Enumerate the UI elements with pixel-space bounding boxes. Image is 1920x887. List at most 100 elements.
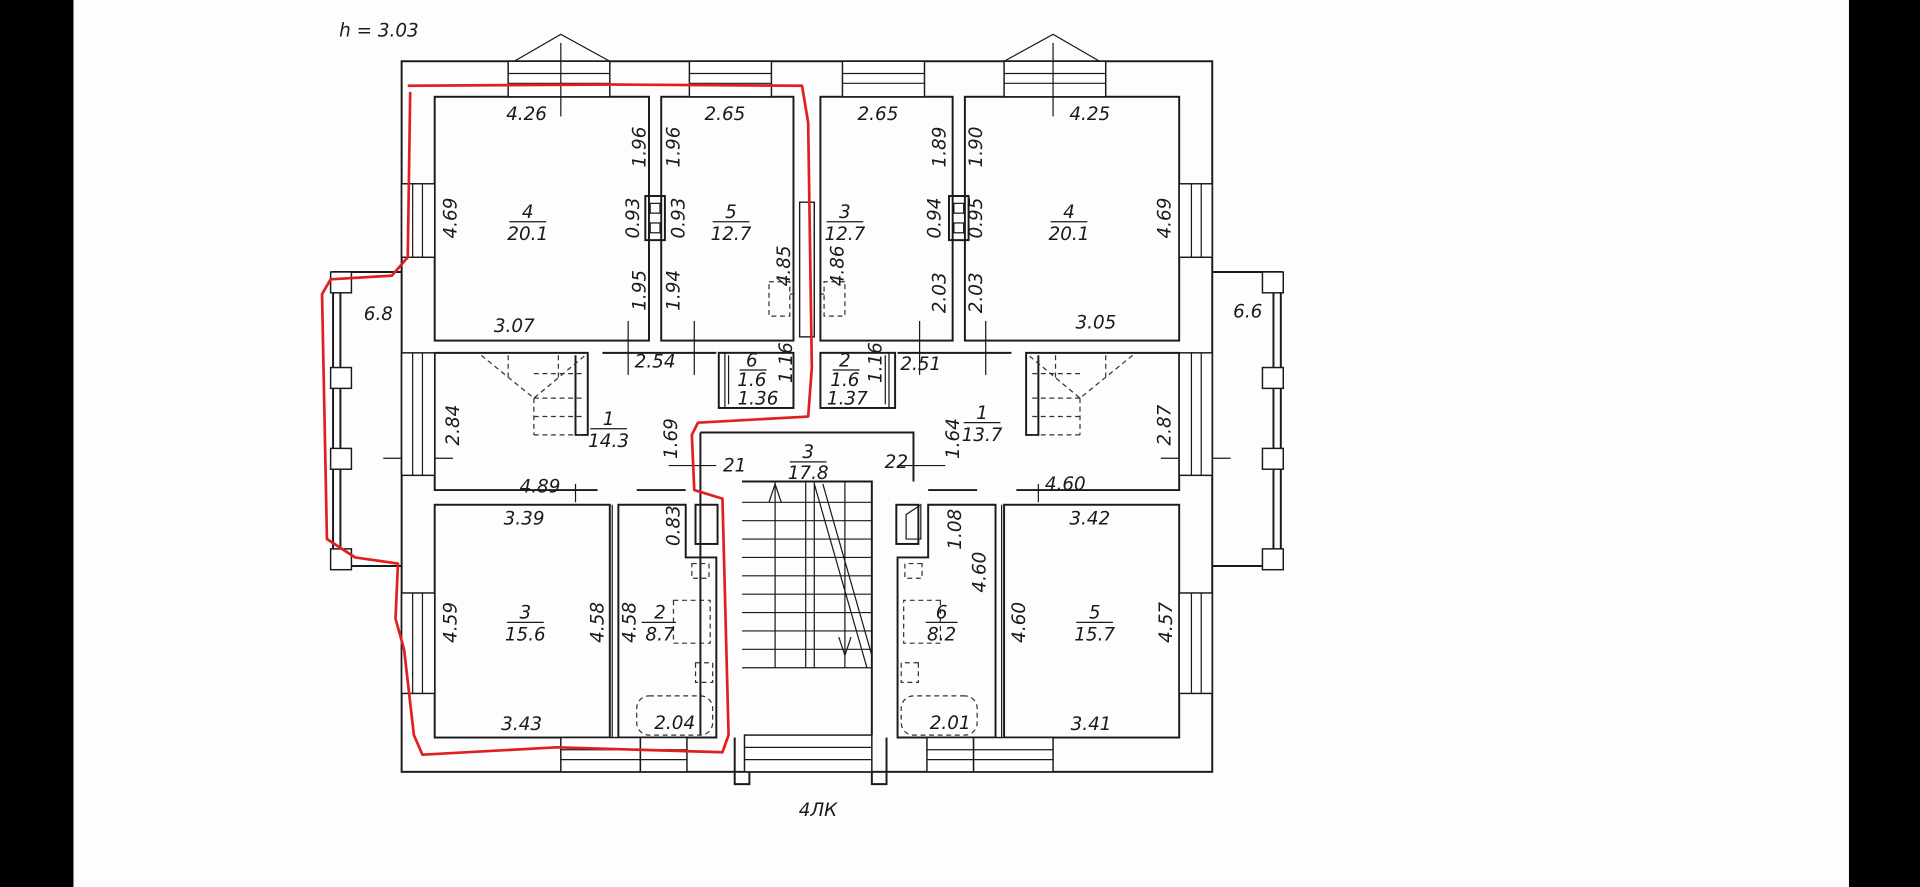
dimension: 3.39 — [504, 508, 545, 529]
right-unit-labels: 6.6 312.7 420.1 21.6 113.7 68.2 515.7 2.… — [824, 104, 1262, 735]
room-number: 6 — [936, 603, 948, 624]
room-number: 3 — [519, 603, 531, 624]
room-area: 15.6 — [505, 625, 546, 646]
dimension: 2.04 — [654, 713, 695, 734]
stairwell-labels: 3 17.8 21 22 — [723, 442, 908, 484]
room-area: 13.7 — [962, 425, 1003, 446]
room-area: 8.7 — [645, 625, 675, 646]
room-area: 12.7 — [824, 224, 865, 245]
dimension: 4.89 — [520, 477, 561, 498]
room-area: 1.6 — [737, 370, 766, 391]
dimension: 1.64 — [943, 418, 964, 459]
left-unit-labels: 6.8 420.1 512.7 61.6 114.3 315.6 28.7 4.… — [364, 104, 797, 735]
stairwell-geometry — [699, 431, 922, 786]
room-label: 113.7 — [962, 403, 1003, 446]
room-area: 8.2 — [927, 625, 956, 646]
dimension: 4.86 — [828, 245, 849, 286]
dimension: 2.65 — [704, 104, 745, 125]
room-label: 114.3 — [588, 409, 629, 452]
room-number: 2 — [839, 350, 851, 371]
dimension: 2.01 — [930, 713, 971, 734]
dimension: 1.37 — [827, 388, 868, 409]
ceiling-height-label: h = 3.03 — [339, 21, 419, 42]
room-label: 312.7 — [824, 202, 865, 245]
dimension: 2.84 — [443, 405, 464, 446]
room-label: 315.6 — [505, 603, 546, 646]
dimension: 4.57 — [1156, 602, 1177, 643]
room-number: 3 — [802, 442, 814, 463]
dimension: 4.25 — [1069, 104, 1110, 125]
dimension: 0.83 — [664, 505, 685, 546]
room-number: 4 — [1063, 202, 1075, 223]
dimension: 1.96 — [664, 127, 685, 168]
room-label: 68.2 — [925, 603, 958, 646]
dimension: 3.07 — [494, 316, 535, 337]
room-label: 28.7 — [641, 603, 676, 646]
room-area: 15.7 — [1074, 625, 1115, 646]
dimension: 4.60 — [1045, 474, 1086, 495]
dimension: 1.36 — [738, 388, 779, 409]
section-label: 4ЛК — [799, 800, 838, 821]
room-number: 6 — [746, 350, 758, 371]
dimension: 4.58 — [588, 602, 609, 643]
dimension: 1.90 — [966, 127, 987, 168]
room-area: 1.6 — [830, 370, 859, 391]
dimension: 4.85 — [774, 245, 795, 286]
dimension: 0.95 — [966, 198, 987, 239]
room-label: 420.1 — [1049, 202, 1090, 245]
dimension: 0.93 — [668, 198, 689, 239]
dimension: 1.08 — [945, 509, 966, 550]
room-number: 1 — [603, 409, 615, 430]
dimension: 0.94 — [924, 198, 945, 239]
room-area: 17.8 — [788, 463, 829, 484]
right-black-bar — [1848, 0, 1920, 887]
dimension: 4.26 — [506, 104, 547, 125]
dimension: 4.69 — [1155, 198, 1176, 239]
dimension: 3.43 — [501, 714, 542, 735]
dimension: 1.94 — [664, 270, 685, 311]
dimension: 1.89 — [929, 127, 950, 168]
room-number: 5 — [1089, 603, 1101, 624]
room-number: 4 — [522, 202, 534, 223]
room-number: 3 — [839, 202, 851, 223]
room-label: 61.6 — [737, 350, 767, 391]
dimension: 2.03 — [966, 272, 987, 313]
door-label: 21 — [723, 456, 746, 477]
room-number: 2 — [654, 603, 666, 624]
room-area: 14.3 — [588, 431, 629, 452]
dimension: 4.60 — [1009, 602, 1030, 643]
room-number: 5 — [725, 202, 737, 223]
dimension: 4.60 — [970, 552, 991, 593]
dimension: 4.59 — [441, 602, 462, 643]
dimension: 1.96 — [629, 127, 650, 168]
dimension: 1.69 — [661, 418, 682, 459]
room-label: 420.1 — [507, 202, 548, 245]
room-area: 20.1 — [1049, 224, 1090, 245]
room-label: 21.6 — [830, 350, 860, 391]
dimension: 1.95 — [629, 270, 650, 311]
dimension: 3.42 — [1069, 508, 1110, 529]
balcony-area: 6.6 — [1233, 301, 1262, 322]
balcony-area: 6.8 — [364, 304, 393, 325]
door-label: 22 — [885, 452, 908, 473]
dimension: 2.54 — [635, 352, 676, 373]
dimension: 4.69 — [441, 198, 462, 239]
dimension: 2.65 — [858, 104, 899, 125]
dimension: 1.16 — [776, 342, 797, 383]
red-markup-outline — [320, 83, 814, 757]
dimension: 4.58 — [620, 602, 641, 643]
dimension: 3.05 — [1075, 312, 1116, 333]
dimension: 0.93 — [623, 198, 644, 239]
room-label: 512.7 — [711, 202, 752, 245]
dimension: 2.87 — [1155, 404, 1176, 445]
dimension: 2.03 — [929, 272, 950, 313]
left-black-bar — [0, 0, 74, 887]
room-label: 515.7 — [1074, 603, 1115, 646]
dimension: 1.16 — [866, 342, 887, 383]
dimension: 3.41 — [1071, 714, 1112, 735]
unit-geometry — [329, 33, 815, 773]
room-number: 1 — [976, 403, 988, 424]
dimension: 2.51 — [900, 354, 941, 375]
room-area: 12.7 — [711, 224, 752, 245]
